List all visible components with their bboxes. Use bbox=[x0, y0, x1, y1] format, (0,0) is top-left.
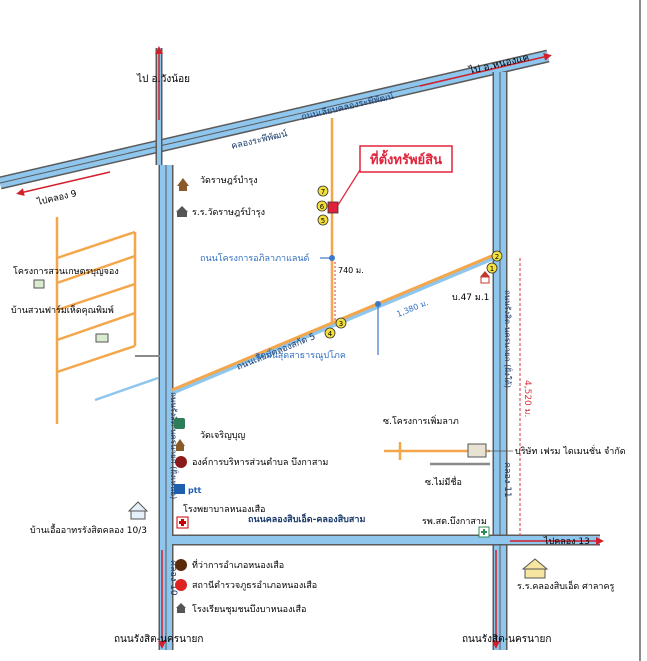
emblem-icon bbox=[175, 456, 187, 468]
landmark-obt: องค์การบริหารส่วนตำบล บึงกาสาม bbox=[192, 456, 328, 468]
numbered-markers: 7 6 5 4 3 2 1 bbox=[316, 185, 503, 339]
svg-text:7: 7 bbox=[321, 188, 325, 196]
landmark-wat-rat: วัดราษฎร์บำรุง bbox=[200, 174, 258, 186]
marker-abhilasa bbox=[329, 255, 335, 261]
road-label-right: ถนนรังสิต-นครนายก (ฝั่งใต้) bbox=[503, 290, 514, 388]
landmark-elderly-home: บ้านเอื้ออาทรรังสิตคลอง 10/3 bbox=[30, 523, 147, 536]
landmark-moo47: บ.47 ม.1 bbox=[452, 293, 489, 303]
house-icon bbox=[480, 271, 490, 284]
direction-left: ไปคลอง 9 bbox=[35, 188, 78, 208]
distance-740: 740 ม. bbox=[338, 266, 364, 275]
property-marker bbox=[327, 201, 339, 214]
label-mushroom: บ้านสวนฟาร์มเห็ดคุณพิมพ์ bbox=[11, 303, 114, 316]
svg-text:3: 3 bbox=[339, 320, 343, 328]
marker-4: 4 bbox=[324, 327, 336, 339]
distance-1380: 1,380 ม. bbox=[395, 298, 429, 319]
direction-bottom-left: ถนนรังสิต-นครนายก bbox=[114, 634, 203, 645]
landmark-ptt: ptt bbox=[188, 486, 202, 495]
svg-text:4: 4 bbox=[328, 330, 333, 338]
hospital-icon bbox=[176, 516, 189, 529]
landmark-school-rat: ร.ร.วัดราษฎร์บำรุง bbox=[192, 206, 265, 218]
landmark-district-office: ที่ว่าการอำเภอหนองเสือ bbox=[192, 558, 284, 571]
road-left-highway bbox=[155, 46, 174, 650]
direction-top-left: ไป อ.วังน้อย bbox=[136, 73, 190, 85]
elderly-home-icon bbox=[127, 501, 149, 520]
school-icon-2 bbox=[176, 603, 186, 613]
road-label-left-code: คลอง 10 bbox=[168, 560, 178, 596]
landmark-community-school: โรงเรียนชุมชนบึงบาหนองเสือ bbox=[192, 604, 306, 615]
landmark-hospital: โรงพยาบาลหนองเสือ bbox=[183, 504, 265, 515]
district-office-icon bbox=[175, 559, 187, 571]
school-icon bbox=[176, 206, 188, 217]
road-bottom bbox=[172, 534, 604, 546]
leaf-icon bbox=[174, 418, 185, 429]
label-firm: บริษัท เฟรม ไดเมนชั่น จำกัด bbox=[515, 444, 626, 457]
left-plots bbox=[55, 217, 159, 424]
marker-6: 6 bbox=[316, 200, 328, 212]
label-abhilasa: ถนนโครงการอภิลาภาแลนด์ bbox=[200, 252, 310, 264]
property-label-box bbox=[359, 145, 453, 173]
svg-text:1: 1 bbox=[490, 265, 494, 273]
clinic-icon bbox=[478, 526, 490, 538]
marker-end-point bbox=[375, 301, 381, 307]
school-icon-3 bbox=[521, 558, 549, 579]
farm-icon bbox=[33, 279, 45, 289]
marker-2: 2 bbox=[491, 250, 503, 262]
label-soi-project: ซ.โครงการเพิ่มลาภ bbox=[383, 414, 459, 427]
temple-icon bbox=[177, 178, 189, 191]
label-bun-jong: โครงการสวนเกษตรบุญจอง bbox=[13, 266, 119, 277]
property-label: ที่ตั้งทรัพย์สิน bbox=[370, 149, 442, 168]
label-soi-none: ซ.ไม่มีชื่อ bbox=[425, 475, 462, 488]
road-right-highway bbox=[492, 72, 508, 650]
road-label-left: ถนนรังสิต-นครนายก (ฝั่งเหนือ) bbox=[169, 392, 180, 499]
police-icon bbox=[175, 579, 187, 591]
road-label-right-code: คลอง 11 bbox=[502, 462, 512, 498]
landmark-wat-charoen: วัดเจริญบุญ bbox=[200, 430, 245, 441]
farm-icon-2 bbox=[95, 333, 109, 343]
marker-1: 1 bbox=[486, 262, 498, 274]
landmark-school-11: ร.ร.คลองสิบเอ็ด ศาลาครู bbox=[517, 579, 614, 592]
svg-text:5: 5 bbox=[321, 217, 325, 225]
direction-bottom-right-road: ถนนรังสิต-นครนายก bbox=[462, 634, 551, 645]
ptt-icon bbox=[174, 484, 185, 494]
landmark-police: สถานีตำรวจภูธรอำเภอหนองเสือ bbox=[192, 580, 317, 591]
marker-7: 7 bbox=[317, 185, 329, 197]
marker-5: 5 bbox=[317, 214, 329, 226]
distance-4520: 4,520 ม. bbox=[522, 380, 532, 417]
marker-3: 3 bbox=[335, 317, 347, 329]
temple-icon-2 bbox=[175, 439, 185, 451]
soi-project-box bbox=[467, 443, 487, 458]
direction-bottom-right: ไปคลอง 13 bbox=[543, 536, 590, 547]
road-rapeephat bbox=[0, 49, 552, 196]
landmark-health-station: รพ.สต.บึงกาสาม bbox=[422, 516, 487, 527]
svg-text:2: 2 bbox=[495, 253, 499, 261]
road-label-bottom: ถนนคลองสิบเอ็ด-คลองสิบสาม bbox=[248, 512, 365, 525]
svg-text:6: 6 bbox=[320, 203, 325, 211]
label-end-point: จุดสิ้นสุดสาธารณูปโภค bbox=[255, 348, 346, 361]
